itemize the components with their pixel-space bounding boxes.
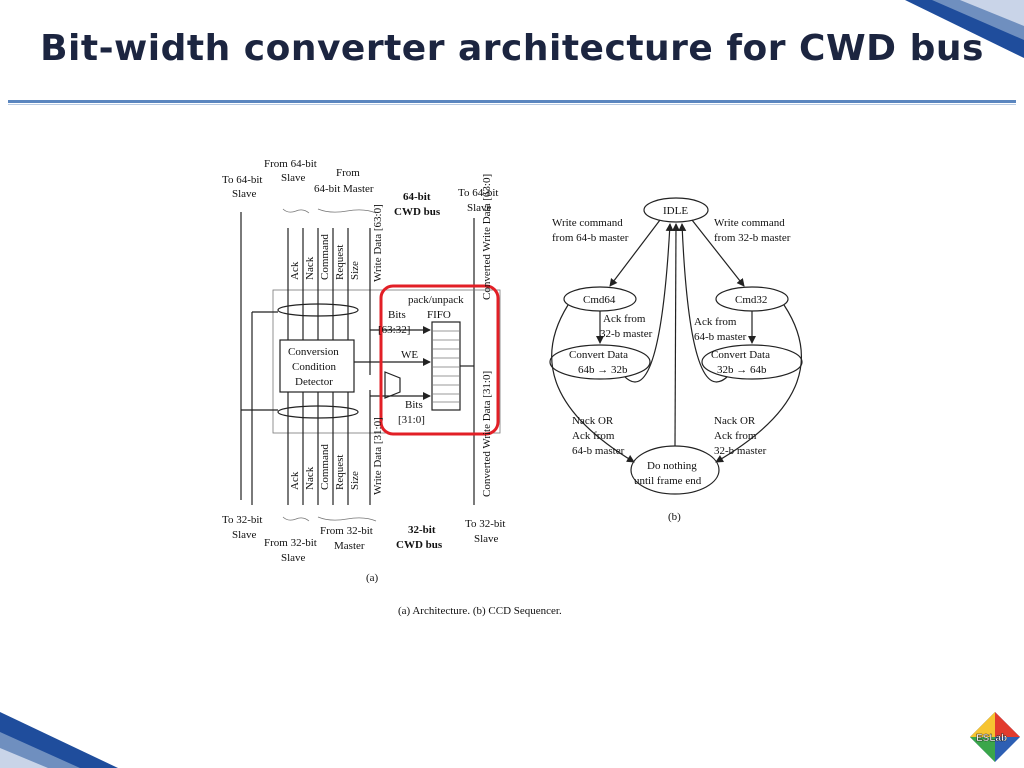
- sig-write-data-lo: Write Data [31:0]: [372, 417, 384, 495]
- sig-request-bottom: Request: [334, 455, 346, 490]
- corner-decoration-bottom-left: [0, 712, 118, 768]
- architecture-diagram: To 64-bit Slave From 64-bit Slave From 6…: [222, 158, 505, 584]
- do-nothing-label-2: until frame end: [634, 475, 702, 487]
- label-32-bus: 32-bit: [408, 524, 436, 536]
- subfigure-label-b: (b): [668, 511, 681, 523]
- label-from-64-slave: From 64-bit: [264, 158, 317, 170]
- label-to-64-slave-2: Slave: [232, 188, 257, 200]
- label-from-64-slave-2: Slave: [281, 172, 306, 184]
- sig-size-bottom: Size: [349, 471, 361, 490]
- state-convert-32-64: [701, 344, 803, 380]
- pack-unpack-label: pack/unpack: [408, 294, 464, 306]
- bits-lo-range: [31:0]: [398, 414, 425, 426]
- edge-nack-64-1: Nack OR: [572, 415, 614, 427]
- edge-nack-32-2: Ack from: [714, 430, 757, 442]
- label-to-32-slave-2: Slave: [232, 529, 257, 541]
- edge-ack-64-2: 64-b master: [694, 331, 747, 343]
- edge-ack-32-2: 32-b master: [600, 328, 653, 340]
- convert2-label-1: Convert Data: [711, 349, 770, 361]
- convert1-label-1: Convert Data: [569, 349, 628, 361]
- ccd-label-3: Detector: [295, 376, 333, 388]
- do-nothing-label-1: Do nothing: [647, 460, 697, 472]
- sig-command-bottom: Command: [319, 444, 331, 490]
- label-to-64-slave-right-2: Slave: [467, 202, 492, 214]
- ccd-label-2: Condition: [292, 361, 337, 373]
- corner-decoration-top-right: [905, 0, 1024, 58]
- sig-converted-write-data-lo: Converted Write Data [31:0]: [481, 371, 493, 497]
- sig-write-data-hi: Write Data [63:0]: [372, 204, 384, 282]
- sig-converted-write-data-hi: Converted Write Data [63:0]: [481, 174, 493, 300]
- sig-command-top: Command: [319, 234, 331, 280]
- label-64-bus-2: CWD bus: [394, 206, 441, 218]
- we-label: WE: [401, 349, 418, 361]
- label-from-32-slave: From 32-bit: [264, 537, 317, 549]
- edge-nack-32-1: Nack OR: [714, 415, 756, 427]
- edge-write-cmd-32-1: Write command: [714, 217, 785, 229]
- ccd-label-1: Conversion: [288, 346, 339, 358]
- state-convert-64-32: [549, 344, 651, 380]
- sig-ack-bottom: Ack: [289, 471, 301, 490]
- edge-ack-32-1: Ack from: [603, 313, 646, 325]
- fifo-stack: [431, 321, 461, 411]
- label-from-64-master-2: 64-bit Master: [314, 183, 374, 195]
- bits-hi-label: Bits: [388, 309, 406, 321]
- bits-hi-range: [63:32]: [378, 324, 410, 336]
- edge-nack-64-3: 64-b master: [572, 445, 625, 457]
- edge-ack-64-1: Ack from: [694, 316, 737, 328]
- fifo-highlight: [379, 284, 500, 436]
- sig-nack-bottom: Nack: [304, 466, 316, 490]
- bits-lo-label: Bits: [405, 399, 423, 411]
- edge-nack-32-3: 32-b master: [714, 445, 767, 457]
- slide-title: Bit-width converter architecture for CWD…: [40, 28, 984, 69]
- idle-label: IDLE: [663, 205, 688, 217]
- label-from-32-master-2: Master: [334, 540, 365, 552]
- label-to-32-slave: To 32-bit: [222, 514, 262, 526]
- label-from-64-master: From: [336, 167, 360, 179]
- cmd64-label: Cmd64: [583, 294, 616, 306]
- edge-write-cmd-64-2: from 64-b master: [552, 232, 629, 244]
- label-to-64-slave-right: To 64-bit: [458, 187, 498, 199]
- sig-request-top: Request: [334, 245, 346, 280]
- edge-write-cmd-32-2: from 32-b master: [714, 232, 791, 244]
- title-divider-shadow: [8, 104, 1016, 105]
- label-to-32-slave-right: To 32-bit: [465, 518, 505, 530]
- subfigure-label-a: (a): [366, 572, 379, 584]
- label-to-64-slave: To 64-bit: [222, 174, 262, 186]
- eslab-logo: ESLab: [970, 712, 1020, 762]
- cmd32-label: Cmd32: [735, 294, 767, 306]
- label-from-32-slave-2: Slave: [281, 552, 306, 564]
- label-from-32-master: From 32-bit: [320, 525, 373, 537]
- edge-write-cmd-64-1: Write command: [552, 217, 623, 229]
- label-32-bus-2: CWD bus: [396, 539, 443, 551]
- sig-size-top: Size: [349, 261, 361, 280]
- convert2-label-2: 32b → 64b: [717, 364, 767, 376]
- convert1-label-2: 64b → 32b: [578, 364, 628, 376]
- fifo-label: FIFO: [427, 309, 451, 321]
- sig-ack-top: Ack: [289, 261, 301, 280]
- sig-nack-top: Nack: [304, 256, 316, 280]
- sequencer-diagram: IDLE Cmd64 Cmd32 Convert Data 64b → 32b …: [549, 197, 803, 523]
- label-to-32-slave-right-2: Slave: [474, 533, 499, 545]
- title-divider: [8, 100, 1016, 103]
- logo-text: ESLab: [976, 733, 1007, 744]
- figure-caption: (a) Architecture. (b) CCD Sequencer.: [398, 605, 562, 617]
- state-idle: [643, 197, 709, 223]
- conversion-condition-detector: [279, 339, 355, 393]
- edge-nack-64-2: Ack from: [572, 430, 615, 442]
- label-64-bus: 64-bit: [403, 191, 431, 203]
